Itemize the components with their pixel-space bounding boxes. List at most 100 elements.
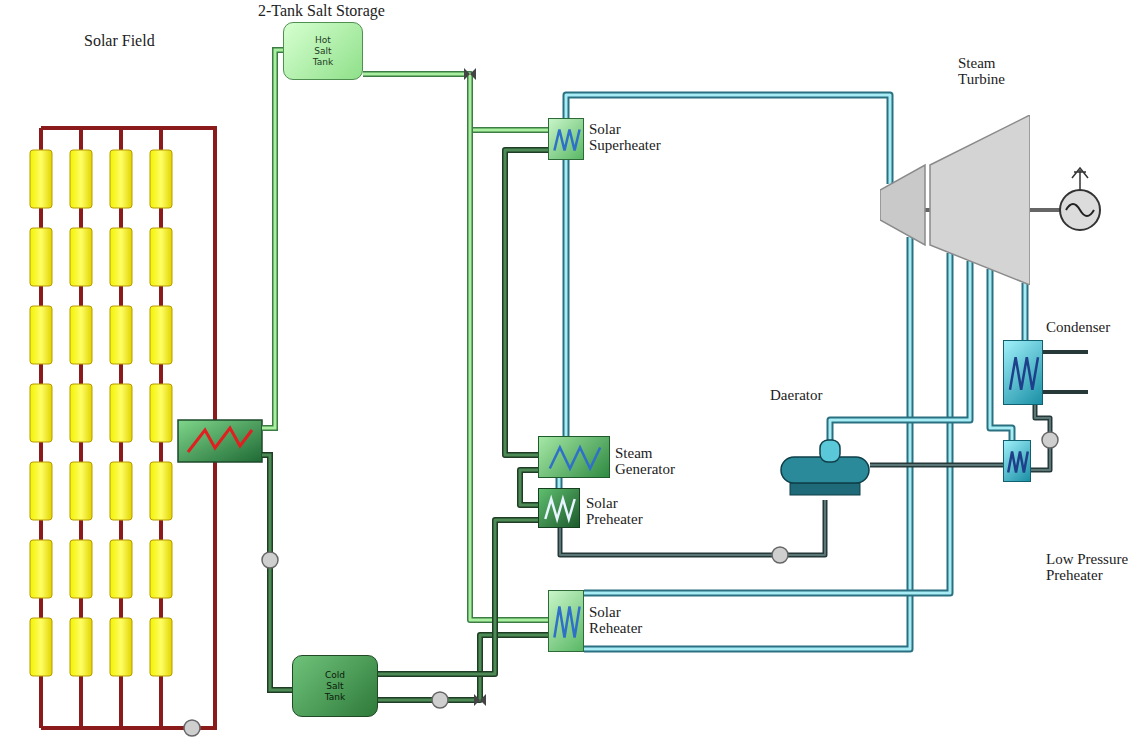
solar-superheater: Solar Superheater	[548, 118, 584, 160]
hot-pipe	[363, 74, 548, 130]
exchanger-coil	[549, 119, 585, 161]
hot-pipe	[363, 74, 548, 620]
salt-pipe	[520, 470, 538, 505]
collector-panel	[110, 306, 132, 364]
salt-pipe	[378, 635, 548, 700]
pump-symbol	[184, 720, 200, 736]
salt-pipe	[378, 635, 548, 700]
collector-panel	[70, 384, 92, 442]
collector-panel	[110, 618, 132, 676]
steam-pipe	[584, 237, 910, 649]
hot-pipe	[363, 74, 548, 130]
daerator-dome	[820, 440, 840, 462]
collector-panel	[70, 462, 92, 520]
section-label: 2-Tank Salt Storage	[258, 2, 385, 20]
collector-panel	[70, 228, 92, 286]
steam-pipe	[556, 478, 563, 488]
equipment-label: Steam Generator	[615, 445, 695, 477]
steam-turbine: Steam Turbine	[880, 115, 1030, 285]
collector-panel	[150, 462, 172, 520]
generator-symbol	[1060, 190, 1100, 230]
collector-panel	[150, 150, 172, 208]
collector-panel	[150, 618, 172, 676]
steam-pipe	[1024, 283, 1027, 340]
steam-pipe	[563, 160, 570, 436]
equipment-label: Low Pressure Preheater	[1046, 551, 1138, 583]
valve-symbol	[464, 68, 476, 80]
collector-panel	[110, 228, 132, 286]
salt-pipe	[520, 470, 538, 505]
collector-panel	[30, 228, 52, 286]
steam-pipe	[566, 160, 567, 436]
collector-panel	[150, 540, 172, 598]
solar-field-piping	[41, 462, 215, 728]
equipment-label: Solar Preheater	[586, 495, 666, 527]
cooling-water-lines	[1043, 352, 1088, 392]
steam-pipe	[584, 237, 910, 649]
salt-pipe	[378, 520, 538, 674]
collector-panel	[30, 540, 52, 598]
hot-pipe	[363, 74, 548, 620]
field-heat-exchanger	[188, 428, 252, 452]
equipment-label: Solar Superheater	[589, 121, 681, 153]
pump-symbol	[262, 552, 278, 568]
exchanger-coil	[1008, 452, 1028, 473]
generator-symbol	[1030, 168, 1100, 230]
steam-generator: Steam Generator	[538, 436, 610, 478]
equipment-label: Condenser	[1046, 319, 1126, 335]
generator-symbol	[1066, 204, 1094, 216]
steam-pipe	[830, 261, 970, 440]
collector-panel	[30, 462, 52, 520]
valve-symbol	[464, 68, 486, 706]
low-pressure-preheater: Low Pressure Preheater	[1003, 440, 1031, 482]
water-pipe	[870, 464, 1003, 466]
exchanger-coil	[549, 591, 585, 653]
collector-panel	[30, 618, 52, 676]
field-heat-exchanger	[178, 420, 262, 462]
hot-pipe	[363, 74, 548, 130]
collector-panel	[110, 384, 132, 442]
exchanger-coil	[1010, 357, 1038, 390]
collector-panel	[70, 618, 92, 676]
steam-pipe	[830, 261, 970, 440]
collector-panel	[30, 384, 52, 442]
salt-pipe	[378, 520, 538, 674]
steam-pipe	[566, 95, 890, 184]
cooling-water-lines	[1043, 352, 1088, 392]
collector-panel	[110, 462, 132, 520]
pump-symbol	[184, 432, 1058, 736]
steam-pipe	[830, 261, 970, 440]
collector-panel	[150, 228, 172, 286]
exchanger-coil	[554, 607, 579, 638]
tank-label: Hot Salt Tank	[306, 35, 340, 68]
water-pipe	[870, 463, 1003, 468]
hp-turbine	[880, 165, 925, 245]
solar-field-piping	[41, 128, 215, 420]
hot-pipe	[363, 74, 548, 620]
daerator: Daerator	[780, 435, 870, 500]
exchanger-coil	[550, 448, 600, 469]
exchanger-coil	[1004, 341, 1044, 406]
daerator-vessel	[780, 435, 870, 500]
storage-piping	[262, 455, 292, 690]
salt-pipe	[505, 150, 548, 455]
section-label: Solar Field	[84, 32, 155, 50]
storage-piping	[262, 50, 283, 428]
storage-piping	[262, 455, 292, 690]
salt-pipe	[520, 470, 538, 505]
collector-panel	[70, 306, 92, 364]
condenser: Condenser	[1003, 340, 1043, 405]
solar-collectors	[30, 150, 172, 676]
equipment-label: Daerator	[770, 387, 850, 403]
steam-pipe	[565, 160, 568, 436]
exchanger-coil	[1004, 441, 1032, 483]
salt-pipe	[505, 150, 548, 455]
storage-piping	[262, 50, 292, 690]
steam-pipe	[584, 237, 910, 649]
equipment-label: Steam Turbine	[958, 55, 1028, 87]
salt-pipe	[378, 520, 538, 674]
collector-panel	[150, 306, 172, 364]
collector-panel	[30, 306, 52, 364]
